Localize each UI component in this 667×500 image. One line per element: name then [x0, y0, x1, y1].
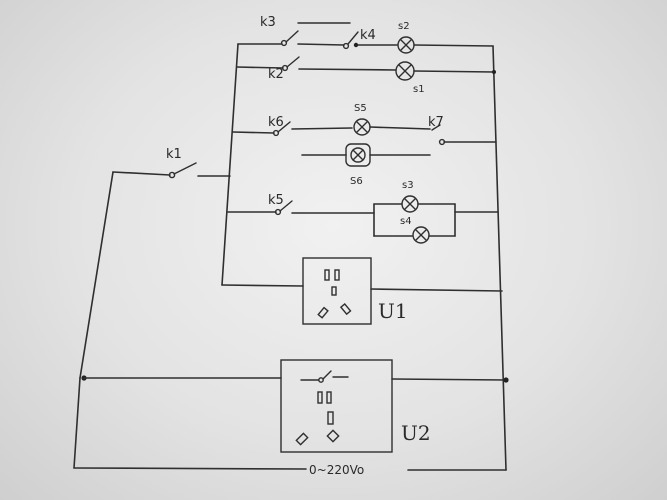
u2-pin-right-icon	[326, 429, 340, 443]
outer-left-wire	[79, 171, 114, 379]
branch-k5: k5 s3 s4	[227, 180, 499, 244]
branch-s6: S6	[301, 143, 431, 187]
lamp-s6-cross-b	[352, 149, 364, 161]
u2-switch-contact-icon	[318, 377, 324, 383]
u2-wire-right	[391, 378, 507, 381]
u1-slot-right-icon	[334, 269, 340, 281]
s1-label: s1	[413, 84, 425, 95]
k4-lever	[347, 31, 359, 45]
s6-label: S6	[350, 176, 363, 187]
k3-contact-icon	[280, 39, 288, 47]
k3-label: k3	[260, 15, 276, 30]
u1-slot-left-icon	[324, 269, 330, 281]
u1-earth-slot-icon	[331, 286, 337, 296]
u2-node-right	[503, 377, 509, 383]
k2-contact-icon	[281, 64, 289, 72]
u2-socket-box	[280, 359, 393, 453]
k5-contact-icon	[274, 208, 282, 216]
socket-u1: U1	[221, 257, 503, 325]
source-wire-left	[73, 467, 307, 470]
branch2-node	[492, 70, 496, 74]
s2-label: s2	[398, 21, 410, 32]
lamp-s6-ring	[350, 147, 366, 163]
branch3-wire-a	[232, 131, 275, 134]
socket-u2: U2	[81, 359, 509, 453]
k1-feed-wire	[112, 171, 171, 176]
u1-wire-right	[370, 288, 503, 292]
lamp-s1-cross-b	[398, 64, 412, 78]
s3-label: s3	[402, 180, 414, 191]
k2-lever	[286, 56, 300, 68]
branch-k6-k7: k6 S5 k7	[232, 103, 497, 146]
lamp-s4-icon	[412, 226, 430, 244]
branch-k3-k4: k3 k4 s2	[237, 15, 494, 54]
right-bus-wire	[492, 45, 507, 471]
k5-label: k5	[268, 193, 284, 208]
branch3-wire-b	[291, 127, 353, 130]
lamp-s2-cross-b	[400, 39, 412, 51]
switch-k1: k1	[166, 147, 197, 179]
k4-label: k4	[360, 28, 376, 43]
branch1-wire-d	[413, 44, 494, 47]
branch-k2: k2 s1	[236, 56, 496, 95]
k6-lever	[277, 121, 291, 133]
branch2-wire-a	[236, 66, 284, 69]
u2-earth-slot-icon	[327, 411, 334, 425]
u2-switch-lever	[322, 370, 332, 380]
left-inner-bus-wire	[221, 43, 239, 286]
u2-slot-left-icon	[317, 391, 323, 404]
branch2-wire-b	[298, 68, 397, 71]
k4-node	[353, 42, 359, 48]
k5-lever	[279, 200, 293, 212]
k1-contact-icon	[168, 171, 176, 179]
branch3-wire-c	[369, 126, 431, 130]
bottom-left-wire	[73, 377, 81, 469]
u2-label: U2	[401, 421, 431, 445]
u1-label: U1	[378, 299, 408, 323]
lamp-s3-cross-b	[404, 198, 416, 210]
bus-wires	[73, 43, 507, 471]
k3-lever	[285, 30, 299, 43]
u1-pin-right-icon	[339, 303, 352, 316]
k1-lever	[173, 162, 197, 175]
u1-wire-left	[221, 284, 304, 287]
u1-socket-box	[302, 257, 372, 325]
k6-contact-icon	[272, 129, 280, 137]
lamp-s4-cross-b	[415, 229, 427, 241]
u2-slot-right-icon	[326, 391, 332, 404]
k4-contact-icon	[342, 42, 350, 50]
power-source: 0~220Vo	[309, 463, 364, 477]
s4-label: s4	[400, 216, 412, 227]
u1-pin-left-icon	[317, 306, 329, 319]
source-label: 0~220Vo	[309, 463, 364, 477]
k6-label: k6	[268, 115, 284, 130]
s5-label: S5	[354, 103, 367, 114]
k7-lever	[431, 124, 441, 131]
u2-pin-left-icon	[295, 432, 309, 446]
k1-label: k1	[166, 147, 182, 162]
lamp-s5-cross-b	[356, 121, 368, 133]
branch2-wire-c	[413, 70, 495, 73]
k7-label: k7	[428, 115, 444, 130]
k2-label: k2	[268, 67, 284, 82]
branch1-wire-b	[297, 43, 345, 46]
